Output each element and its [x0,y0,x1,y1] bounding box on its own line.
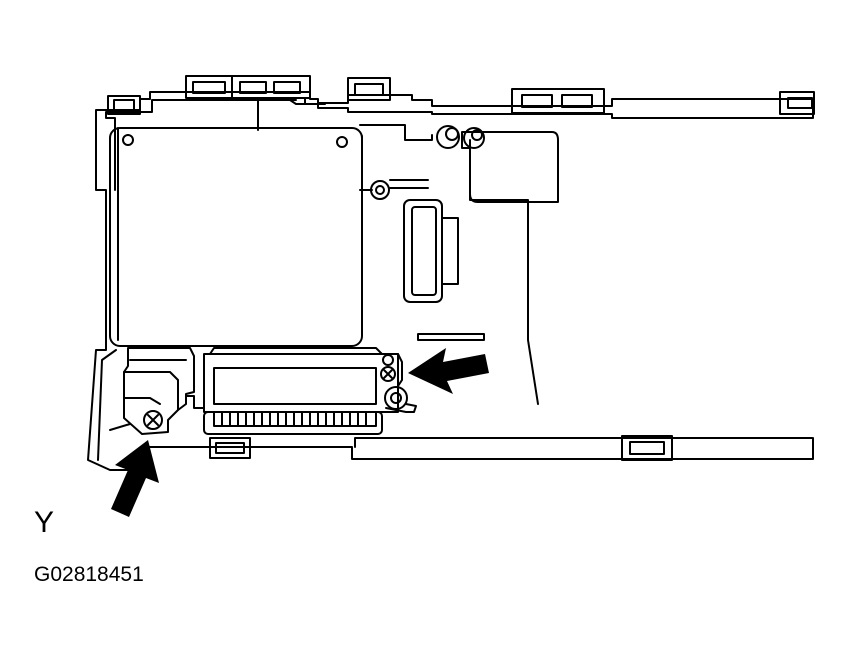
upper-screw-1-inner [445,127,459,141]
bottom-tab-1-slot [215,442,245,454]
right-washer [384,386,408,410]
top-tab-4-slot-b [561,94,593,108]
left-tab [107,95,141,115]
figure-code: G02818451 [34,563,144,586]
top-tab-2 [231,75,311,99]
top-tab-4 [511,88,605,114]
control-module [109,127,363,347]
arrow-right-screw [408,348,489,394]
internal-slot-line [417,333,485,341]
right-washer-tab [385,403,417,413]
small-screw-mid-inner [375,185,385,195]
right-screw-target-cross [383,369,393,379]
upper-screw-2 [463,127,485,149]
module-mount-hole-left [122,134,134,146]
view-label: Y [34,506,55,539]
top-tab-2-slot-a [239,81,267,94]
chassis-outline [87,91,813,471]
edge-connector-window [213,367,377,405]
right-tab [779,91,815,115]
control-module-edge [117,127,363,341]
vertical-connector-tab [441,217,459,285]
bottom-tab-2 [621,435,673,461]
right-tab-slot [787,97,813,109]
edge-connector-pins [221,411,367,427]
top-tab-3 [347,77,391,101]
left-bracket [123,347,195,435]
right-pin-small [382,354,394,366]
upper-screw-2-inner [471,129,483,141]
left-screw-target [143,410,163,430]
internal-rib-top [257,97,326,131]
arrow-left-screw [111,440,159,517]
bottom-tab-2-slot [629,441,665,455]
right-screw-target [380,366,396,382]
edge-connector-top [209,347,383,355]
top-tab-2-slot-b [273,81,301,94]
bottom-tab-1 [209,437,251,459]
left-screw-target-cross [147,414,159,426]
top-tab-4-slot-a [521,94,553,108]
top-tab-1-slot [192,81,226,94]
right-washer-inner [390,392,402,404]
module-mount-hole-right [336,136,348,148]
upper-screw-1 [436,125,460,149]
internal-rib-upper [359,124,433,141]
chassis-inner-edge [105,99,813,191]
small-screw-mid [370,180,390,200]
edge-connector-right-clip [375,353,403,387]
top-tab-3-slot [354,83,384,96]
left-bracket-clip [109,395,205,431]
vertical-connector-inner [411,206,437,296]
left-bracket-inner [123,359,187,411]
left-tab-slot [113,99,135,111]
chassis-lower-edge [97,349,813,461]
upper-right-bracket [461,131,559,203]
